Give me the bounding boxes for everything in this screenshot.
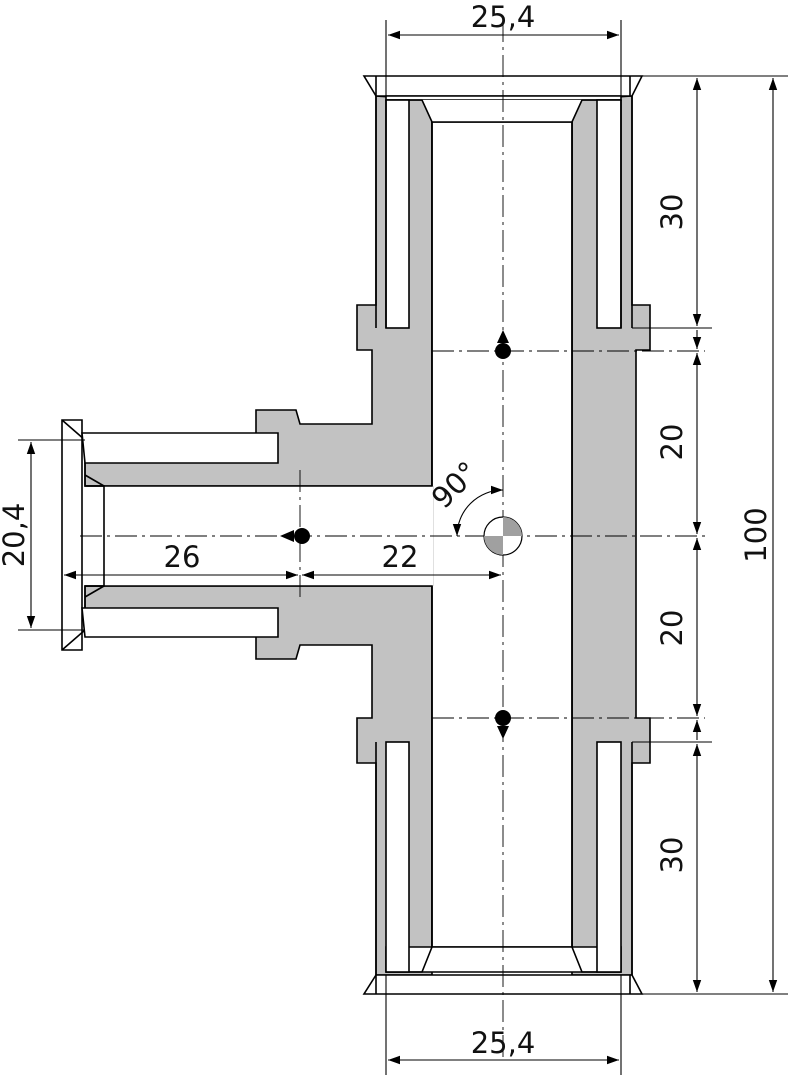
top-socket-o-ring-right [596, 99, 622, 329]
center-of-gravity-icon [483, 516, 523, 556]
flow-marker-icon-top [495, 330, 511, 359]
branch-o-ring-lower [81, 607, 279, 638]
dim-upper-center-offset: 20 [655, 424, 689, 461]
flow-marker-icon-bottom [495, 710, 511, 739]
dim-branch-length-outer: 26 [164, 540, 201, 574]
branch-press-socket [61, 419, 279, 651]
dim-top-width: 25,4 [471, 0, 536, 34]
dim-branch-width: 20,4 [0, 503, 31, 568]
dimension-lines [18, 20, 788, 1075]
dim-overall-length: 100 [739, 507, 773, 562]
dim-branch-length-inner: 22 [382, 540, 419, 574]
dim-upper-socket-depth: 30 [655, 194, 689, 231]
bottom-socket-o-ring-left [385, 741, 410, 973]
fitting-body-section-lower [84, 585, 433, 976]
dim-lower-center-offset: 20 [655, 610, 689, 647]
bottom-socket-o-ring-right [596, 741, 622, 973]
fitting-body [84, 95, 651, 976]
dim-bottom-width: 25,4 [471, 1026, 536, 1060]
branch-o-ring-upper [81, 432, 279, 464]
top-press-socket [362, 75, 644, 329]
fitting-body-section [84, 95, 433, 487]
top-socket-o-ring-left [385, 99, 410, 329]
flow-marker-icon-branch [280, 528, 310, 544]
dim-lower-socket-depth: 30 [655, 837, 689, 874]
